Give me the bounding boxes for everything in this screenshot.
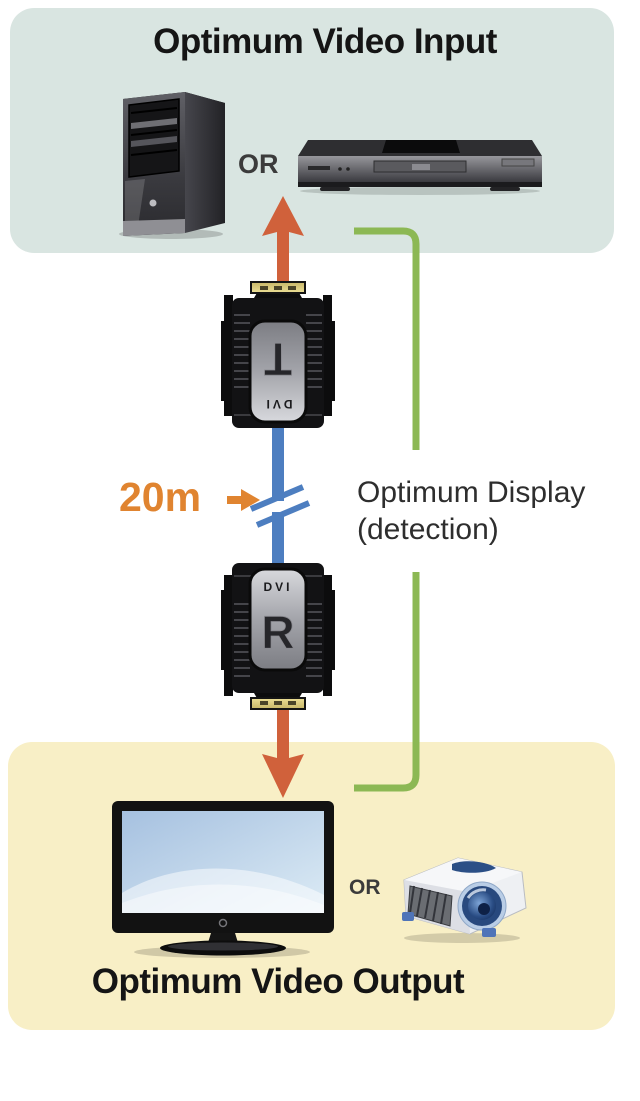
detection-bracket-lower	[354, 572, 420, 792]
detection-note: Optimum Display (detection)	[357, 474, 585, 548]
computer-tower-icon	[119, 92, 225, 239]
cable-lower-segment	[272, 512, 284, 567]
dvi-transmitter-unit: DVI T	[221, 281, 335, 428]
receiver-dvi-logo: DVI	[263, 580, 292, 594]
output-section-title: Optimum Video Output	[91, 962, 465, 1001]
projector-foot-left	[402, 912, 414, 921]
cable-length-label: 20m	[119, 474, 202, 520]
transmitter-label-plate	[248, 319, 308, 424]
input-section-title: Optimum Video Input	[153, 22, 497, 61]
detection-bracket-upper	[354, 227, 420, 450]
output-or-label: OR	[349, 876, 381, 899]
cable-break-slash-1	[249, 484, 305, 512]
detection-note-line1: Optimum Display	[357, 476, 586, 509]
cable-break-slash-2	[255, 500, 311, 528]
dvd-player-icon	[298, 140, 542, 195]
projector-top-vent	[452, 861, 496, 873]
signal-up-arrow-shape	[262, 196, 304, 285]
cable-upper-segment	[272, 427, 284, 501]
dvi-receiver-unit: DVI R	[221, 563, 335, 710]
signal-up-arrow	[262, 196, 304, 285]
input-or-label: OR	[238, 149, 279, 179]
detection-bracket	[354, 227, 420, 792]
input-section-panel	[10, 8, 614, 253]
tv-logo	[218, 918, 228, 928]
receiver-heatsink-ribs	[234, 603, 322, 677]
transmitter-letter: T	[264, 333, 292, 385]
signal-down-arrow	[262, 706, 304, 798]
receiver-body: DVI R	[221, 563, 335, 710]
projector-grille-slats	[409, 885, 447, 925]
length-pointer-icon	[227, 489, 260, 511]
receiver-letter: R	[261, 606, 294, 658]
length-pointer-shape	[227, 489, 260, 511]
transmitter-dvi-logo: DVI	[263, 397, 292, 411]
signal-down-arrow-shape	[262, 706, 304, 798]
receiver-label-plate	[248, 567, 308, 672]
projector-foot-right	[482, 928, 496, 937]
tower-power-button	[149, 199, 157, 207]
transmitter-heatsink-ribs	[234, 314, 322, 388]
projector-icon	[402, 857, 527, 943]
tv-monitor-icon	[112, 801, 334, 958]
tower-drive-bays	[128, 98, 180, 178]
transmitter-body: DVI T	[221, 281, 335, 428]
dvi-cable	[249, 427, 311, 567]
detection-note-line2: (detection)	[357, 513, 499, 546]
